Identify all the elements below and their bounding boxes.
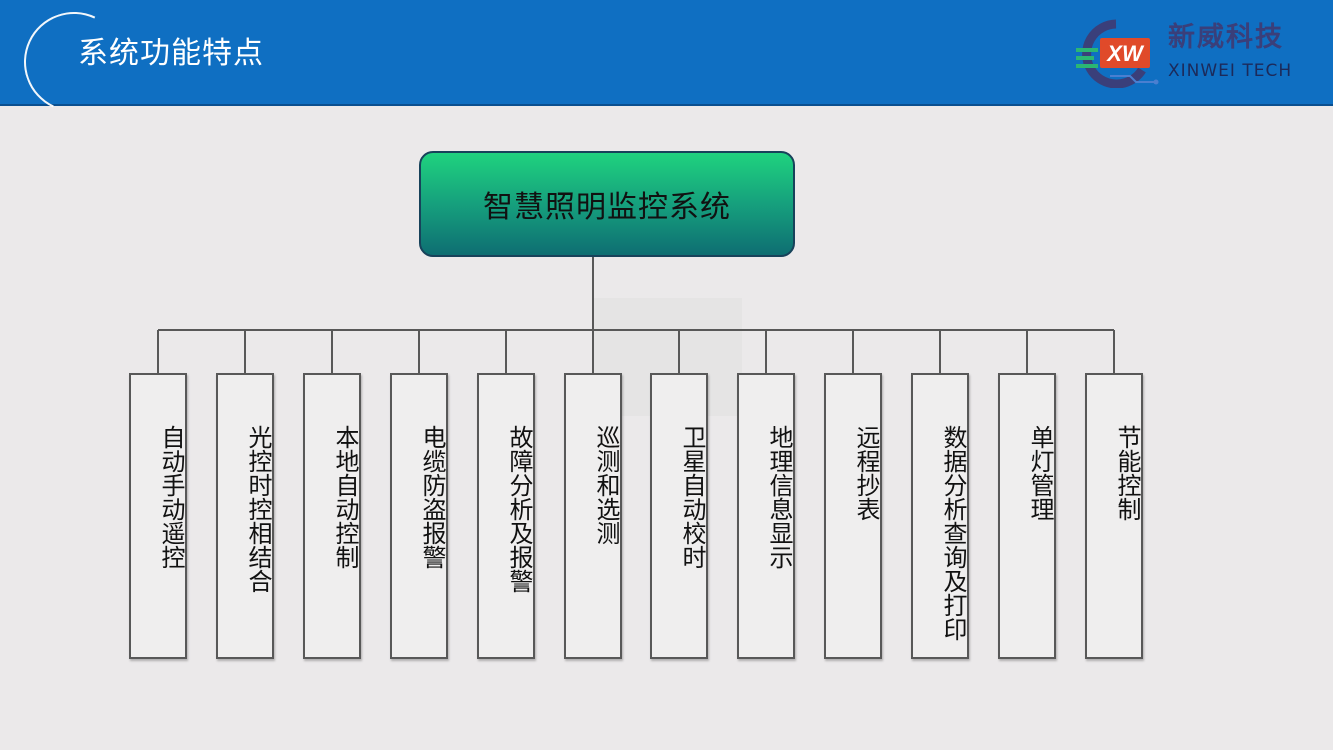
child-label: 节能控制 xyxy=(1087,425,1141,521)
child-label: 电缆防盗报警 xyxy=(392,425,446,569)
child-node: 本地自动控制 xyxy=(303,373,361,659)
xinwei-logo-icon: XW xyxy=(1076,19,1159,88)
child-label-text: 自动手动遥控 xyxy=(157,425,185,569)
child-node: 地理信息显示 xyxy=(737,373,795,659)
child-label-text: 故障分析及报警 xyxy=(505,425,533,593)
child-node: 数据分析查询及打印 xyxy=(911,373,969,659)
child-label-text: 卫星自动校时 xyxy=(678,425,706,569)
logo-name-cn: 新威科技 xyxy=(1168,22,1284,53)
child-label-text: 巡测和选测 xyxy=(592,425,620,545)
header-bar: 系统功能特点 XW 新威科技 XINWEI TECH xyxy=(0,0,1333,127)
root-node: 智慧照明监控系统 xyxy=(419,151,795,257)
logo-name-en: XINWEI TECH xyxy=(1168,61,1293,81)
child-label: 巡测和选测 xyxy=(566,425,620,545)
child-label-text: 单灯管理 xyxy=(1026,425,1054,521)
child-label: 地理信息显示 xyxy=(739,425,793,569)
child-label-text: 数据分析查询及打印 xyxy=(939,425,967,641)
page-title: 系统功能特点 xyxy=(78,36,264,71)
child-label: 本地自动控制 xyxy=(305,425,359,569)
child-label: 数据分析查询及打印 xyxy=(913,425,967,641)
child-node: 节能控制 xyxy=(1085,373,1143,659)
child-node: 单灯管理 xyxy=(998,373,1056,659)
child-label-text: 远程抄表 xyxy=(852,425,880,521)
child-label: 光控时控相结合 xyxy=(218,425,272,593)
child-label-text: 本地自动控制 xyxy=(331,425,359,569)
child-label: 卫星自动校时 xyxy=(652,425,706,569)
child-label-text: 节能控制 xyxy=(1113,425,1141,521)
child-node: 故障分析及报警 xyxy=(477,373,535,659)
logo-mark-text: XW xyxy=(1105,41,1145,66)
child-node: 卫星自动校时 xyxy=(650,373,708,659)
child-label-text: 光控时控相结合 xyxy=(244,425,272,593)
root-label: 智慧照明监控系统 xyxy=(483,190,731,225)
child-label-text: 地理信息显示 xyxy=(765,425,793,569)
child-label: 自动手动遥控 xyxy=(131,425,185,569)
child-label: 单灯管理 xyxy=(1000,425,1054,521)
company-logo: XW 新威科技 XINWEI TECH xyxy=(1070,14,1320,90)
child-label-text: 电缆防盗报警 xyxy=(418,425,446,569)
child-node: 远程抄表 xyxy=(824,373,882,659)
child-node: 自动手动遥控 xyxy=(129,373,187,659)
child-label: 故障分析及报警 xyxy=(479,425,533,593)
child-node: 电缆防盗报警 xyxy=(390,373,448,659)
child-node: 巡测和选测 xyxy=(564,373,622,659)
child-node: 光控时控相结合 xyxy=(216,373,274,659)
child-label: 远程抄表 xyxy=(826,425,880,521)
